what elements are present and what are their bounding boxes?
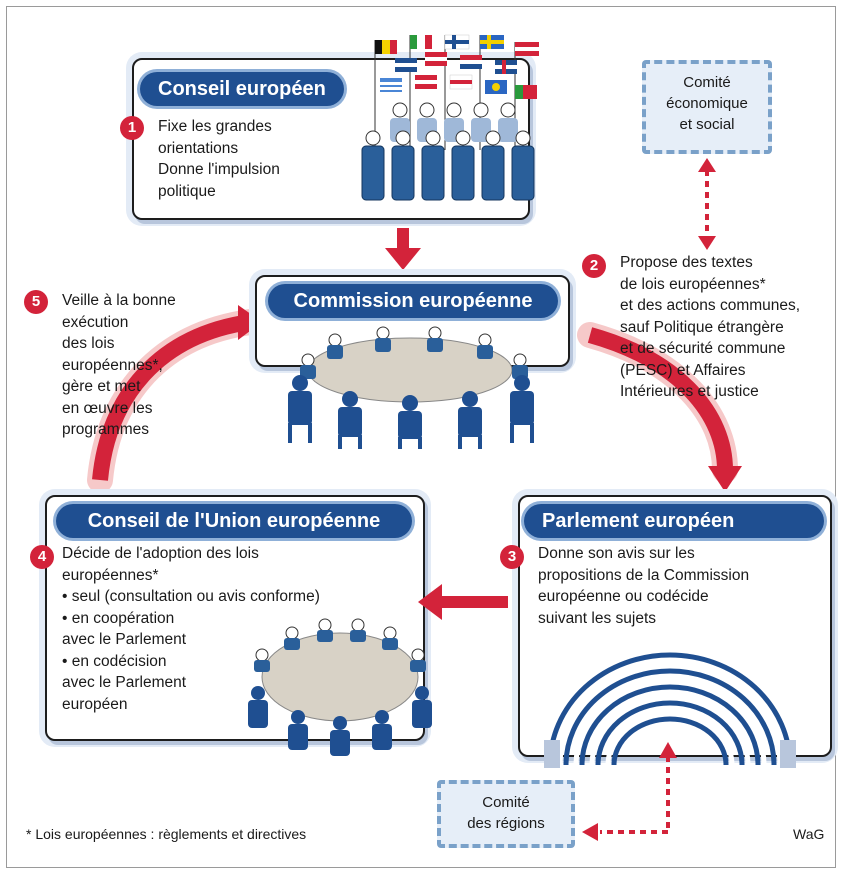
arrowhead-parlement (708, 466, 742, 492)
flags-and-leaders-illustration (361, 34, 539, 201)
step-2-badge: 2 (582, 254, 606, 278)
flags (375, 34, 539, 99)
dashed-arrow-comite-regions (582, 742, 677, 841)
conseil-europeen-text: Fixe les grandes orientations Donne l'im… (158, 118, 280, 200)
comite-economique-box: Comité économique et social (642, 60, 772, 154)
credit: WaG (793, 826, 825, 842)
step-1-badge: 1 (120, 116, 144, 140)
dashed-arrow-comite-economique (698, 158, 716, 250)
step-2-text: Propose des textes de lois européennes* … (620, 254, 801, 400)
hemicycle-illustration (544, 652, 796, 768)
footnote: * Lois européennes : règlements et direc… (26, 826, 307, 842)
parlement-title: Parlement européen (524, 504, 824, 538)
step-4-badge: 4 (30, 545, 54, 569)
conseil-europeen-title: Conseil européen (140, 72, 344, 106)
diagram-frame (6, 6, 836, 868)
arrow-parlement-to-conseil-union (418, 584, 508, 620)
arrowhead-commission (238, 305, 262, 340)
conseil-union-table-illustration (248, 618, 432, 756)
conseil-union-text: Décide de l'adoption des lois européenne… (62, 545, 320, 713)
step-3-badge: 3 (500, 545, 524, 569)
leaders-front-row (361, 130, 535, 201)
parlement-text: Donne son avis sur les propositions de l… (538, 545, 750, 627)
commission-table-illustration (288, 326, 534, 449)
step-5-text: Veille à la bonne exécution des lois eur… (62, 292, 176, 438)
arrow-conseil-to-commission (385, 228, 421, 270)
comite-regions-box: Comité des régions (437, 780, 575, 848)
conseil-union-title: Conseil de l'Union européenne (56, 504, 412, 538)
commission-title: Commission européenne (268, 284, 558, 318)
step-5-badge: 5 (24, 290, 48, 314)
